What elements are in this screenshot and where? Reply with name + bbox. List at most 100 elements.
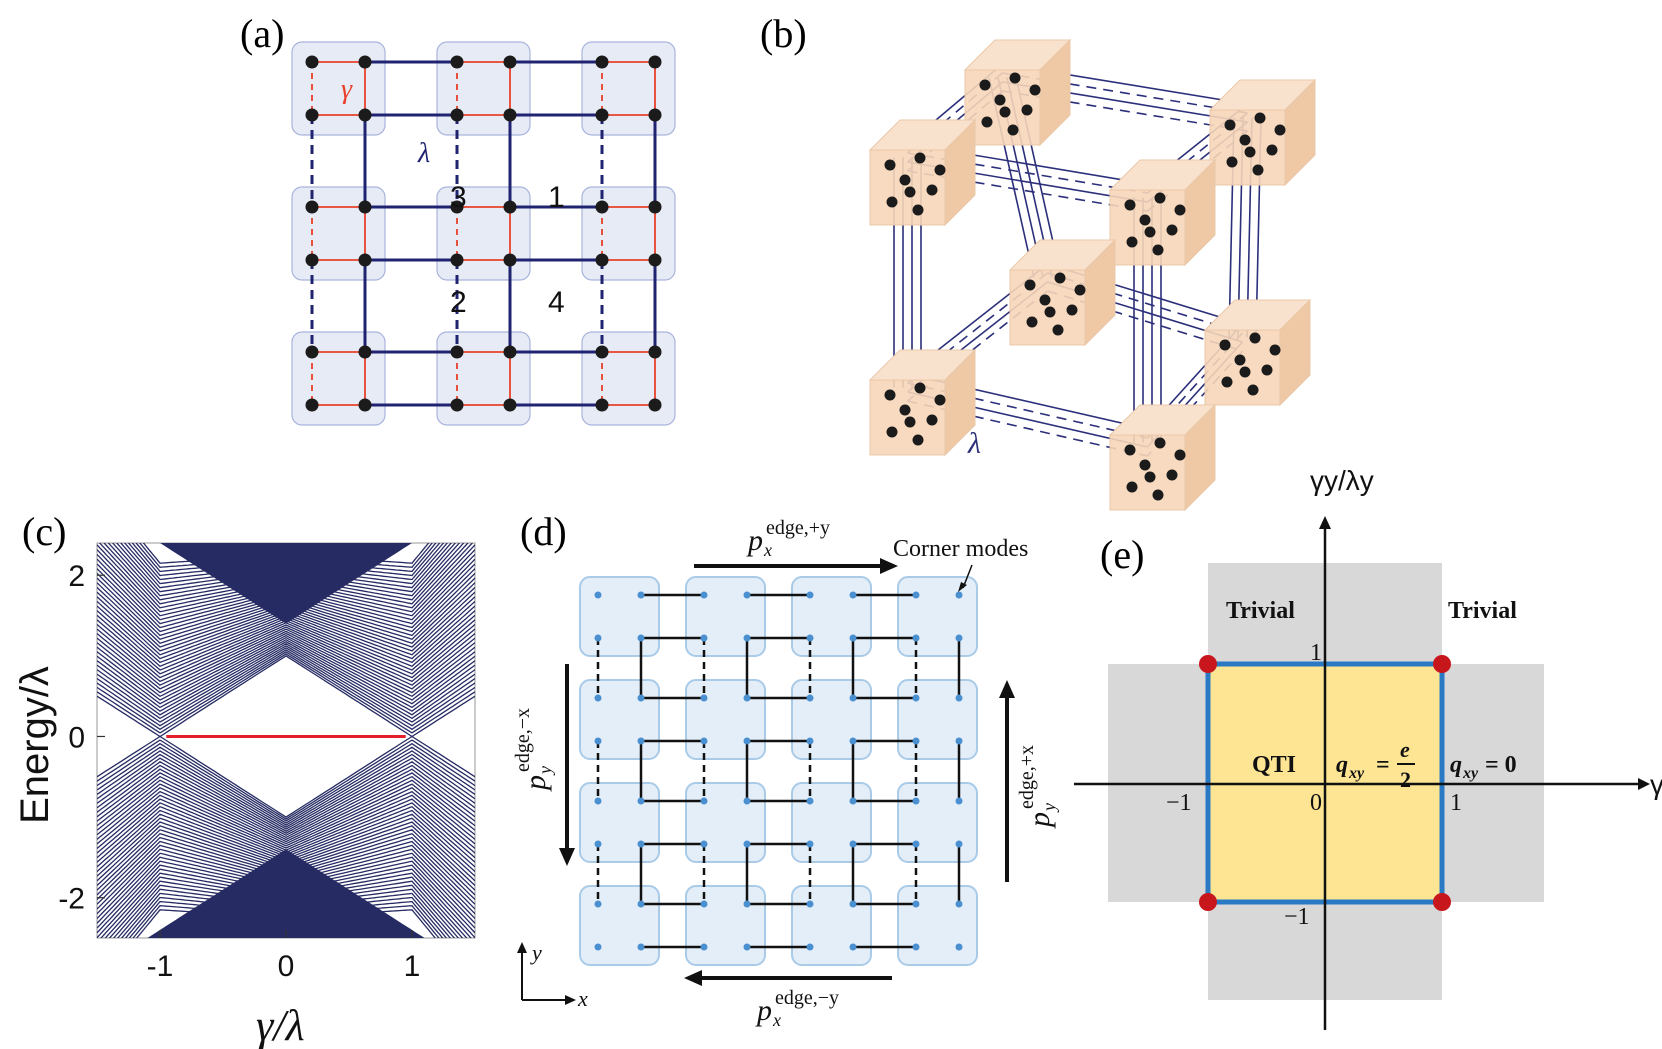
site-d <box>637 900 645 908</box>
band-line <box>97 775 475 841</box>
site-d <box>806 900 814 908</box>
site-d <box>955 591 963 599</box>
band-line <box>97 643 475 716</box>
left-sub: y <box>535 766 555 776</box>
site-d <box>594 900 602 908</box>
x-axis-arrowhead-icon <box>565 995 576 1005</box>
band-line <box>97 739 475 820</box>
site-b <box>1239 366 1251 378</box>
site-b <box>904 186 916 198</box>
site <box>358 345 372 359</box>
unit-cell-d <box>791 885 872 966</box>
site-label-1: 1 <box>548 181 565 214</box>
site <box>595 55 609 69</box>
band-line <box>97 772 475 839</box>
site-d <box>806 840 814 848</box>
site <box>503 108 517 122</box>
tick-m1y: −1 <box>1284 904 1310 930</box>
site-b <box>1274 124 1286 136</box>
site-b <box>1009 72 1021 84</box>
site <box>648 200 662 214</box>
site-d <box>849 840 857 848</box>
right-sup: edge,+x <box>1016 745 1038 809</box>
band-line <box>97 634 475 701</box>
band-line <box>97 641 475 712</box>
site <box>450 108 464 122</box>
corner-point-bl <box>1199 893 1217 911</box>
site <box>648 398 662 412</box>
band-line <box>97 750 475 826</box>
site-b <box>1266 144 1278 156</box>
x-axis-arrowhead-e-icon <box>1638 778 1650 790</box>
site <box>450 253 464 267</box>
site-b <box>914 152 926 164</box>
site-d <box>637 694 645 702</box>
unit-cell-d <box>897 576 978 657</box>
unit-cell-d <box>579 885 660 966</box>
site <box>358 200 372 214</box>
site-b <box>981 116 993 128</box>
site-b <box>1166 469 1178 481</box>
qti-label: QTI <box>1252 752 1296 778</box>
site-d <box>594 943 602 951</box>
band-line <box>97 783 475 845</box>
site <box>358 108 372 122</box>
site-d <box>849 900 857 908</box>
band-line <box>97 632 475 698</box>
site-b <box>926 414 938 426</box>
panel-a-lattice: γ λ 3 1 2 4 <box>291 41 676 426</box>
site-d <box>955 634 963 642</box>
site-d <box>912 840 920 848</box>
gamma-label: γ <box>341 74 353 105</box>
x-tick-label: 0 <box>278 950 295 983</box>
site <box>595 253 609 267</box>
unit-cubes <box>868 38 1317 512</box>
site-b <box>1224 119 1236 131</box>
site-b <box>1219 339 1231 351</box>
site-d <box>637 737 645 745</box>
band-line <box>97 768 475 837</box>
site-b <box>1029 84 1041 96</box>
site-d <box>700 943 708 951</box>
site-d <box>637 840 645 848</box>
band-line <box>97 638 475 709</box>
y-axis-arrowhead-e-icon <box>1319 516 1331 529</box>
site-d <box>955 694 963 702</box>
tick-1y: 1 <box>1310 640 1322 666</box>
trivial-label-right: Trivial <box>1448 598 1517 624</box>
site <box>305 108 319 122</box>
site-b <box>1021 104 1033 116</box>
site <box>450 398 464 412</box>
site <box>503 345 517 359</box>
site-b <box>1007 124 1019 136</box>
site-d <box>849 634 857 642</box>
site-d <box>955 797 963 805</box>
axis-x-label-d: x <box>577 986 588 1011</box>
site-b <box>1247 384 1259 396</box>
band-line <box>97 630 475 694</box>
site <box>595 345 609 359</box>
site-d <box>743 900 751 908</box>
site-d <box>594 840 602 848</box>
site-b <box>1252 164 1264 176</box>
unit-cell-d <box>685 679 766 760</box>
site-b <box>914 382 926 394</box>
site <box>358 253 372 267</box>
right-sub: y <box>1039 803 1059 813</box>
site-d <box>637 797 645 805</box>
site <box>305 200 319 214</box>
site-b <box>886 426 898 438</box>
origin-label: 0 <box>1310 790 1322 816</box>
q-outside-sub: xy <box>1462 765 1479 782</box>
site-b <box>1144 226 1156 238</box>
site-b <box>1054 272 1066 284</box>
site-d <box>700 591 708 599</box>
q-inside-eq: = <box>1376 752 1390 778</box>
panel-e-phase-diagram: γy/λy γx/λx Trivial Trivial QTI q xy = e… <box>1074 465 1662 1030</box>
panel-b-3d-lattice: λ <box>868 38 1317 512</box>
site-d <box>700 840 708 848</box>
q-inside: q <box>1336 752 1348 778</box>
y-tick-label: 0 <box>68 721 85 754</box>
site-d <box>700 737 708 745</box>
site <box>503 253 517 267</box>
